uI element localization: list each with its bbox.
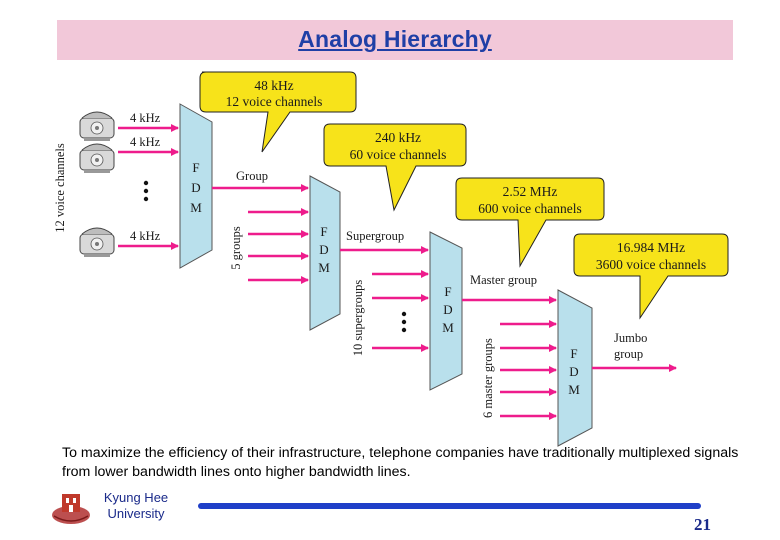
jumbo-group-label-line2: group bbox=[614, 347, 643, 361]
fdm-letter: M bbox=[190, 200, 202, 215]
university-name: Kyung Hee University bbox=[96, 490, 176, 522]
callout-252mhz: 2.52 MHz 600 voice channels bbox=[455, 177, 605, 268]
supergroups-label: 10 supergroups bbox=[351, 280, 365, 357]
phone-label-1: 4 kHz bbox=[130, 111, 161, 125]
master-groups-label: 6 master groups bbox=[481, 338, 495, 418]
fdm-letter: D bbox=[191, 180, 200, 195]
title-band: Analog Hierarchy bbox=[57, 20, 733, 60]
fdm-letter: F bbox=[444, 284, 451, 299]
callout-48khz-line1: 48 kHz bbox=[254, 78, 293, 93]
ellipsis-dot bbox=[401, 319, 407, 325]
phone-label-3: 4 kHz bbox=[130, 229, 161, 243]
callout-240khz: 240 kHz 60 voice channels bbox=[323, 123, 467, 212]
fdm-multiplexer-4: F D M bbox=[557, 289, 593, 447]
callout-48khz-line2: 12 voice channels bbox=[226, 94, 323, 109]
ellipsis-dot bbox=[401, 311, 407, 317]
callout-16984mhz-line2: 3600 voice channels bbox=[596, 257, 706, 272]
callout-252mhz-line1: 2.52 MHz bbox=[503, 184, 558, 199]
fdm-letter: D bbox=[443, 302, 452, 317]
ellipsis-dot bbox=[143, 180, 149, 186]
callout-48khz: 48 kHz 12 voice channels bbox=[199, 71, 357, 153]
fdm-letter: D bbox=[569, 364, 578, 379]
fdm-letter: F bbox=[570, 346, 577, 361]
telephone-icon bbox=[79, 227, 115, 258]
fdm-letter: F bbox=[320, 224, 327, 239]
caption-text: To maximize the efficiency of their infr… bbox=[62, 445, 739, 480]
ellipsis-dot bbox=[143, 188, 149, 194]
university-name-line1: Kyung Hee bbox=[103, 490, 169, 505]
fdm-letter: F bbox=[192, 160, 199, 175]
ellipsis-dot bbox=[143, 196, 149, 202]
fdm-multiplexer-3: F D M bbox=[429, 231, 463, 391]
callout-16984mhz-line1: 16.984 MHz bbox=[617, 240, 685, 255]
university-logo bbox=[52, 494, 90, 524]
groups-label: 5 groups bbox=[229, 226, 243, 270]
fdm-multiplexer-2: F D M bbox=[309, 175, 341, 331]
callout-252mhz-line2: 600 voice channels bbox=[478, 201, 581, 216]
master-group-output-label: Master group bbox=[470, 273, 537, 287]
supergroup-output-label: Supergroup bbox=[346, 229, 404, 243]
ellipsis-dot bbox=[401, 327, 407, 333]
telephone-icon bbox=[79, 143, 115, 174]
group-output-label: Group bbox=[236, 169, 268, 183]
fdm-letter: M bbox=[442, 320, 454, 335]
page-title: Analog Hierarchy bbox=[298, 26, 492, 52]
fdm-multiplexer-1: F D M bbox=[179, 103, 213, 269]
fdm-letter: D bbox=[319, 242, 328, 257]
jumbo-group-label-line1: Jumbo bbox=[614, 331, 647, 345]
fdm-letter: M bbox=[568, 382, 580, 397]
telephone-icon bbox=[79, 111, 115, 142]
phone-label-2: 4 kHz bbox=[130, 135, 161, 149]
callout-16984mhz: 16.984 MHz 3600 voice channels bbox=[573, 233, 729, 320]
callout-240khz-line2: 60 voice channels bbox=[350, 147, 447, 162]
university-name-line2: University bbox=[107, 506, 165, 521]
fdm-letter: M bbox=[318, 260, 330, 275]
page-number: 21 bbox=[694, 515, 711, 534]
footer-divider bbox=[198, 503, 701, 509]
voice-channels-label: 12 voice channels bbox=[53, 143, 67, 233]
callout-240khz-line1: 240 kHz bbox=[375, 130, 421, 145]
